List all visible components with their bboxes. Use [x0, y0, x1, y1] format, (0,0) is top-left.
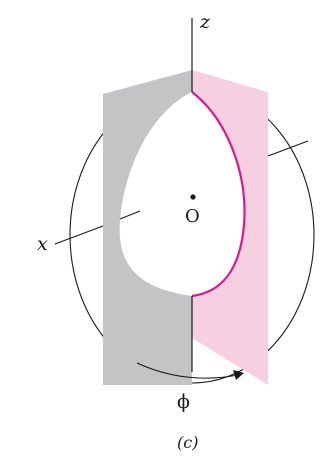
origin-point: [190, 194, 195, 199]
phi-arrowhead: [233, 370, 244, 380]
phi-label: ϕ: [177, 391, 190, 413]
x-axis-outer: [55, 226, 103, 244]
x-axis-label: x: [37, 233, 48, 255]
panel-label: (c): [177, 433, 198, 452]
origin-label: O: [185, 206, 200, 227]
z-axis-label: z: [199, 11, 211, 33]
